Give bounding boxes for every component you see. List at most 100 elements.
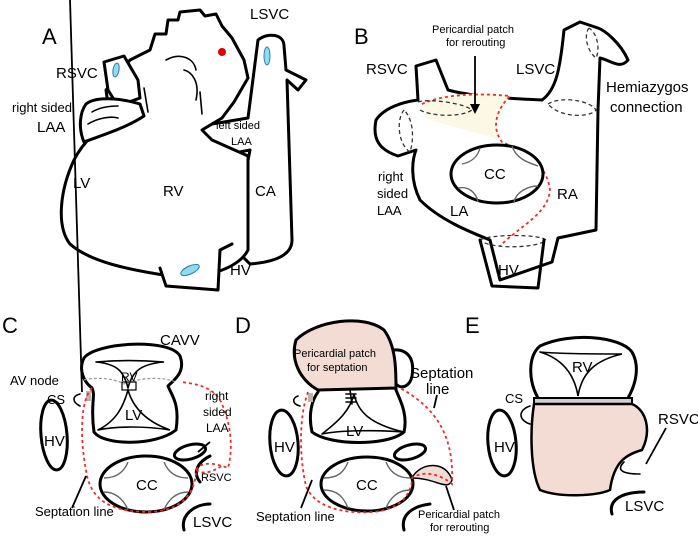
lsvc-c (181, 502, 212, 532)
cc-leaflet-c (103, 491, 129, 511)
panel-label-a: A (42, 24, 57, 49)
cs-d (292, 395, 301, 407)
cs-ostium-c (86, 391, 91, 401)
cc-leaflet-b (457, 186, 479, 203)
label-rv-a: RV (163, 183, 184, 200)
label-hv-d: HV (274, 439, 295, 456)
rsvc-lumen-a (112, 62, 120, 78)
hv-stub-b (478, 238, 546, 290)
cs-c (73, 393, 81, 407)
rv-leaflet-e (539, 351, 623, 397)
right-laa-c (172, 442, 208, 462)
great-vessel-line-a (165, 55, 197, 71)
panel-b: B Pericardial patch for rerouting RSVC L… (354, 20, 689, 290)
label-cc-d: CC (356, 477, 378, 494)
label-lv-d: LV (346, 423, 363, 440)
panel-d: D Pericardial patch for septation Septat… (235, 313, 500, 534)
label-left-sided-a: left sided (216, 120, 260, 132)
septation-patch-d (292, 319, 398, 392)
junction-dash-b (585, 27, 599, 60)
cc-leaflet-b (513, 185, 539, 203)
label-cs-c: CS (47, 392, 65, 407)
label-hemiazygos-b: Hemiazygos (606, 79, 689, 96)
panel-label-b: B (354, 24, 369, 49)
septation-arrow-d (300, 479, 313, 509)
heart-body-a (59, 8, 250, 279)
label-patch-septation-1: Pericardial patch (294, 348, 376, 360)
septation-line-c (81, 381, 232, 513)
label-lsvc-e: LSVC (625, 498, 664, 515)
label-patch-b-1: Pericardial patch (432, 24, 514, 36)
great-vessel-line-a (183, 69, 198, 101)
laa-arrow-c (197, 441, 211, 453)
label-rv-e: RV (572, 359, 593, 376)
label-hv-a: HV (230, 262, 251, 279)
label-laa-right-a: LAA (37, 119, 65, 136)
septation-line-c (195, 465, 223, 474)
septation-patch-e (530, 402, 649, 497)
label-hv-b: HV (498, 262, 519, 279)
cc-leaflet-d (323, 461, 349, 479)
lsvc-d (401, 502, 432, 532)
junction-dash-b (547, 99, 597, 116)
rerouting-patch-d (410, 464, 453, 486)
hv-e (486, 408, 518, 478)
label-lv-a: LV (73, 175, 90, 192)
suture-d (345, 389, 357, 405)
label-right-c: right (205, 389, 229, 403)
label-right-sided-a: right sided (12, 100, 72, 115)
label-cc-b: CC (484, 166, 506, 183)
panel-label-e: E (465, 313, 480, 338)
panel-a: A LSVC RSVC right sided LAA left sided L… (12, 6, 308, 292)
septation-line-arrow-d (433, 394, 438, 409)
label-lsvc-a: LSVC (250, 6, 289, 23)
label-av-node-c: AV node (10, 373, 59, 388)
cc-valve-b (449, 143, 545, 205)
lsvc-e (609, 490, 646, 516)
lv-chamber-d (308, 388, 407, 444)
rerouting-patch-outline-b (421, 93, 551, 247)
label-septation-line-c: Septation line (35, 504, 114, 519)
label-hv-c: HV (44, 433, 65, 450)
laa-ring-d (392, 442, 428, 462)
cc-leaflet-c (103, 461, 129, 479)
cc-leaflet-d (385, 461, 411, 479)
label-right-b: right (378, 169, 404, 184)
label-line-d: line (426, 381, 449, 398)
panel-label-c: C (2, 313, 18, 338)
av-conduction-c (83, 377, 177, 385)
lv-leaflet-d (321, 393, 405, 435)
cc-leaflet-c (163, 491, 189, 511)
cs-ostium-d (308, 393, 313, 402)
rerouting-patch-b (422, 93, 510, 140)
cs-e (520, 405, 531, 425)
label-rsvc-e: RSVC (658, 411, 698, 428)
septation-arrow-c (71, 475, 87, 509)
label-patch-b-2: for rerouting (446, 37, 505, 49)
cc-leaflet-b (461, 147, 481, 165)
label-hv-e: HV (494, 439, 515, 456)
cavv-leaflet-c (97, 387, 171, 431)
cc-leaflet-d (385, 489, 411, 509)
cc-leaflet-d (323, 489, 349, 509)
label-laa-left-a: LAA (231, 136, 252, 148)
label-lsvc-c: LSVC (193, 514, 232, 531)
label-rsvc-b: RSVC (366, 61, 408, 78)
cc-leaflet-c (163, 461, 189, 479)
label-sided-c: sided (203, 405, 232, 419)
label-septation-line-d: Septation line (256, 509, 335, 524)
panel-e: E RV CS HV RSVC LSVC (465, 313, 698, 516)
label-la-b: LA (450, 203, 468, 220)
rsvc-arrow-e (645, 427, 667, 465)
junction-dash-b (417, 100, 474, 116)
label-cc-c: CC (136, 477, 158, 494)
label-patch-rerouting-1: Pericardial patch (418, 509, 500, 521)
label-cavv-c: CAVV (160, 332, 200, 349)
cc-leaflet-b (511, 145, 539, 167)
lsvc-lumen-a (263, 46, 271, 66)
label-connection-b: connection (610, 99, 683, 116)
great-vessel-line-a (199, 91, 203, 115)
label-septation-d: Septation (410, 365, 473, 382)
av-node-arrow-c (69, 0, 83, 393)
